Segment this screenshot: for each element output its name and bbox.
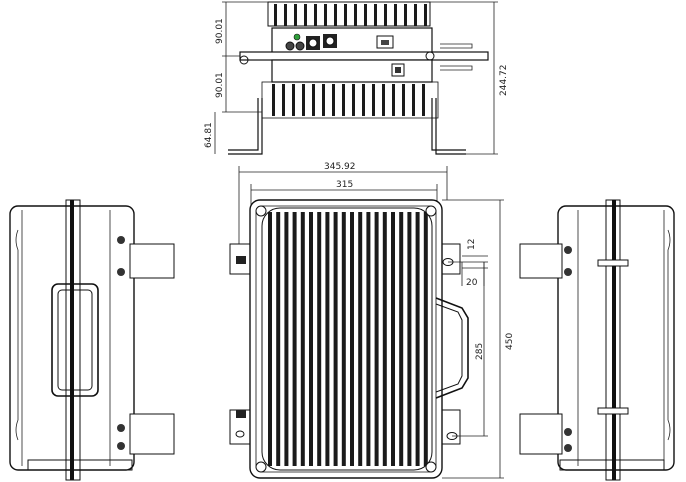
right-side-view bbox=[519, 199, 675, 481]
fin bbox=[422, 84, 425, 116]
screw-icon bbox=[564, 428, 572, 436]
fin bbox=[402, 84, 405, 116]
fin bbox=[292, 84, 295, 116]
fin bbox=[276, 212, 281, 466]
fin bbox=[344, 4, 347, 26]
heatsink-fins bbox=[268, 212, 428, 466]
fin bbox=[341, 212, 346, 466]
dim-mount-spacing: 285 bbox=[475, 343, 485, 360]
fin bbox=[404, 4, 407, 26]
fin bbox=[423, 212, 428, 466]
screw-icon bbox=[564, 268, 572, 276]
fin bbox=[317, 212, 322, 466]
fin bbox=[284, 212, 289, 466]
fin bbox=[322, 84, 325, 116]
connector-panel bbox=[271, 27, 433, 55]
carry-handle bbox=[435, 297, 469, 399]
fin bbox=[412, 84, 415, 116]
fin bbox=[333, 212, 338, 466]
fin bbox=[399, 212, 404, 466]
led-green-icon bbox=[293, 33, 301, 41]
fin bbox=[372, 84, 375, 116]
fin bbox=[350, 212, 354, 466]
fin bbox=[382, 84, 385, 116]
screw-icon bbox=[564, 444, 572, 452]
dim-overall-width: 345.92 bbox=[324, 162, 356, 172]
port-icon bbox=[285, 41, 295, 51]
mounting-bar bbox=[239, 51, 489, 61]
fin bbox=[324, 4, 327, 26]
fin bbox=[342, 84, 345, 116]
fin bbox=[304, 4, 307, 26]
dim-top-height-a: 90.01 bbox=[215, 18, 225, 44]
screw-icon bbox=[425, 461, 437, 473]
fin bbox=[352, 84, 355, 116]
screw-icon bbox=[255, 205, 267, 217]
dim-top-height-b: 90.01 bbox=[215, 72, 225, 98]
screw-icon bbox=[117, 268, 125, 276]
fin bbox=[358, 212, 363, 466]
fin bbox=[366, 212, 371, 466]
dim-bracket-height: 64.81 bbox=[204, 122, 214, 148]
fin bbox=[384, 4, 387, 26]
dim-slot-height: 12 bbox=[467, 239, 477, 250]
fin bbox=[300, 212, 305, 466]
fin bbox=[284, 4, 287, 26]
fin bbox=[312, 84, 315, 116]
fin bbox=[394, 4, 397, 26]
screw-icon bbox=[425, 205, 437, 217]
fin bbox=[391, 212, 395, 466]
rj45-port-icon bbox=[376, 35, 394, 49]
dim-total-height: 244.72 bbox=[499, 65, 509, 97]
left-bracket bbox=[228, 98, 259, 151]
dim-slot-offset: 20 bbox=[466, 278, 478, 288]
power-connector-icon bbox=[391, 63, 405, 77]
left-side-view bbox=[9, 199, 175, 481]
left-side-bracket-top bbox=[129, 243, 175, 279]
fin bbox=[274, 4, 277, 26]
right-bracket bbox=[431, 98, 466, 151]
dim-total-length: 450 bbox=[505, 333, 515, 350]
side-handle bbox=[51, 283, 99, 397]
fin bbox=[374, 4, 377, 26]
dim-inner-width: 315 bbox=[336, 180, 353, 190]
fin bbox=[364, 4, 367, 26]
fin bbox=[374, 212, 379, 466]
fin bbox=[407, 212, 412, 466]
screw-icon bbox=[117, 442, 125, 450]
fin bbox=[294, 4, 297, 26]
fin bbox=[268, 212, 272, 466]
fin bbox=[415, 212, 420, 466]
fin bbox=[332, 84, 335, 116]
fin bbox=[314, 4, 317, 26]
fin bbox=[309, 212, 313, 466]
fin bbox=[354, 4, 357, 26]
fin bbox=[302, 84, 305, 116]
right-side-bracket-bottom bbox=[519, 413, 563, 455]
fin bbox=[414, 4, 417, 26]
left-side-bracket-bottom bbox=[129, 413, 175, 455]
fin bbox=[424, 4, 427, 26]
screw-icon bbox=[255, 461, 267, 473]
right-side-bracket-top bbox=[519, 243, 563, 279]
screw-icon bbox=[117, 236, 125, 244]
fin bbox=[362, 84, 365, 116]
top-fins bbox=[267, 1, 431, 27]
fin bbox=[392, 84, 395, 116]
fin bbox=[282, 84, 285, 116]
fin bbox=[382, 212, 387, 466]
screw-icon bbox=[117, 424, 125, 432]
top-end-view: 90.01 90.01 64.81 244.72 bbox=[204, 1, 509, 155]
fin bbox=[325, 212, 330, 466]
fin bbox=[272, 84, 275, 116]
port-icon bbox=[295, 41, 305, 51]
fin bbox=[292, 212, 297, 466]
bottom-fins bbox=[272, 84, 425, 116]
front-view: 345.92 315 450 bbox=[229, 162, 515, 479]
screw-icon bbox=[564, 246, 572, 254]
lower-body bbox=[271, 59, 433, 83]
fin bbox=[334, 4, 337, 26]
